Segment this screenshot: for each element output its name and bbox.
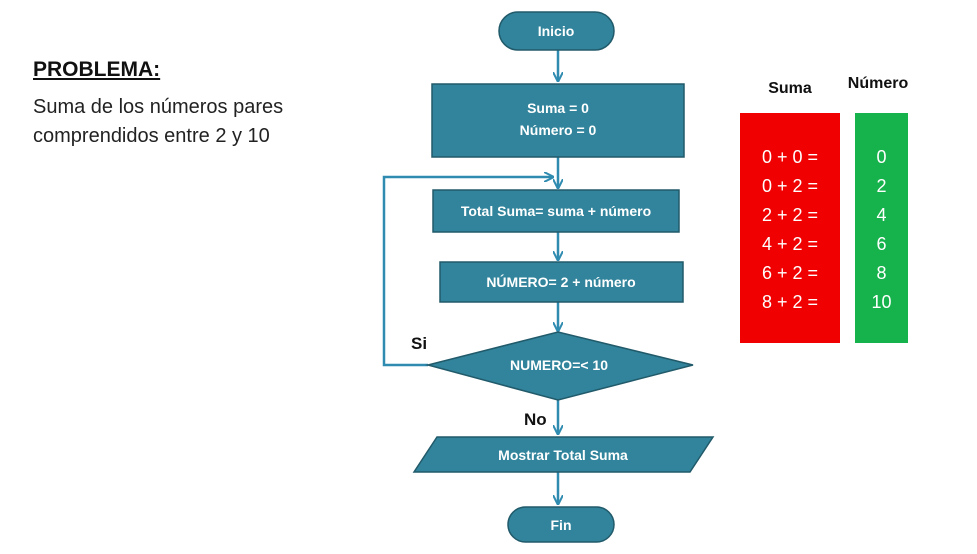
numero-process-label: NÚMERO= 2 + número <box>486 273 635 290</box>
suma-cell: 8 + 2 = <box>761 292 819 312</box>
flow-arrows <box>382 50 558 503</box>
problem-description: Suma de los números pares comprendidos e… <box>33 93 353 151</box>
numero-cell: 0 <box>876 147 887 167</box>
output-node <box>412 436 715 473</box>
numero-cell: 8 <box>876 263 887 283</box>
decision-label: NUMERO=< 10 <box>510 357 608 373</box>
numero-cell: 4 <box>876 205 887 225</box>
arrow-loop-back <box>382 177 552 367</box>
suma-column-header: Suma <box>768 80 812 97</box>
numero-cell: 6 <box>876 234 887 254</box>
no-label: No <box>524 410 547 429</box>
suma-column: 0 + 0 = 0 + 2 = 2 + 2 = 4 + 2 = 6 + 2 = … <box>740 113 840 343</box>
yes-label: Si <box>411 334 427 353</box>
init-suma-label: Suma = 0 <box>527 100 589 116</box>
numero-column-header: Número <box>847 75 909 92</box>
numero-column: 0 2 4 6 8 10 <box>855 113 908 343</box>
total-suma-process <box>432 189 680 233</box>
problem-description-line-2: comprendidos entre 2 y 10 <box>33 125 270 147</box>
suma-cell: 4 + 2 = <box>761 234 819 254</box>
suma-cell: 6 + 2 = <box>761 263 819 283</box>
problem-description-line-1: Suma de los números pares <box>33 96 284 118</box>
problem-title: PROBLEMA: <box>33 58 161 81</box>
total-suma-label: Total Suma= suma + número <box>461 203 651 219</box>
suma-cell: 0 + 0 = <box>761 147 819 167</box>
decision-node <box>425 331 694 401</box>
init-numero-label: Número = 0 <box>520 122 597 138</box>
numero-process <box>439 261 684 303</box>
numero-cell: 10 <box>871 292 892 312</box>
init-process <box>431 83 685 158</box>
end-node-label: Fin <box>551 517 572 533</box>
end-node <box>507 506 615 543</box>
numero-cell: 2 <box>876 176 887 196</box>
suma-cell: 0 + 2 = <box>761 176 819 196</box>
start-node <box>498 11 615 51</box>
suma-cell: 2 + 2 = <box>761 205 819 225</box>
output-label: Mostrar Total Suma <box>498 447 628 463</box>
start-node-label: Inicio <box>538 23 575 39</box>
